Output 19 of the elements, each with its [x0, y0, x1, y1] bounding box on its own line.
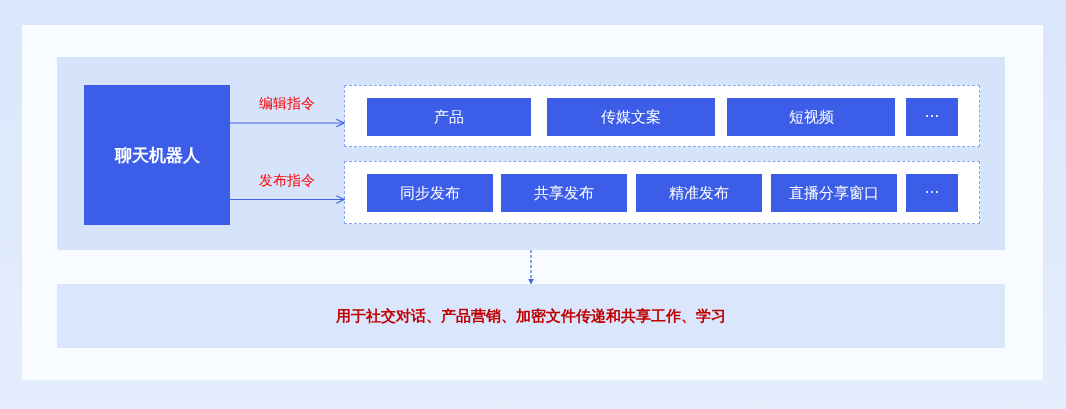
result-band: 用于社交对话、产品营销、加密文件传递和共享工作、学习 — [57, 284, 1005, 348]
panel-background — [57, 57, 1005, 250]
group-box — [344, 161, 980, 224]
tag-box: 产品 — [367, 98, 531, 136]
arrow — [528, 249, 534, 285]
tag-box: 短视频 — [727, 98, 895, 136]
tag-box: ··· — [906, 98, 958, 136]
tag-box: 传媒文案 — [547, 98, 715, 136]
tag-box: 同步发布 — [367, 174, 493, 212]
arrow — [229, 195, 345, 204]
tag-box: ··· — [906, 174, 958, 212]
process-box: 聊天机器人 — [84, 85, 230, 225]
edge-label: 编辑指令 — [258, 95, 316, 113]
arrow — [229, 118, 345, 128]
tag-box: 精准发布 — [636, 174, 762, 212]
tag-box: 直播分享窗口 — [771, 174, 897, 212]
tag-box: 共享发布 — [501, 174, 627, 212]
edge-label: 发布指令 — [258, 171, 316, 190]
group-box — [344, 85, 980, 147]
